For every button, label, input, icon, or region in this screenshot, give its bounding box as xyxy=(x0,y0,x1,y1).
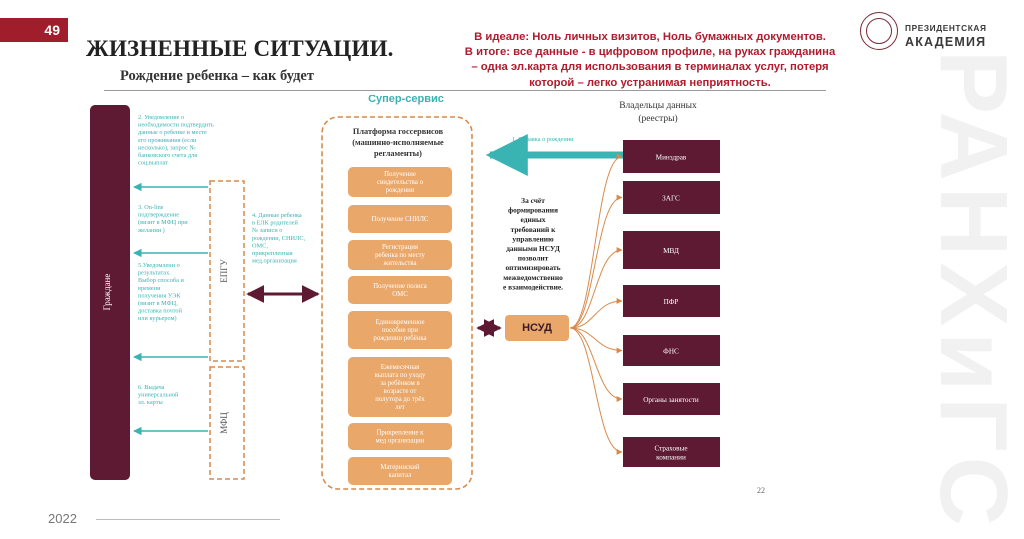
citizens-bar xyxy=(90,105,130,480)
academy-seal-icon xyxy=(860,12,898,50)
academy-logo: ПРЕЗИДЕНТСКАЯ АКАДЕМИЯ xyxy=(905,21,987,49)
logo-line-1: ПРЕЗИДЕНТСКАЯ xyxy=(905,23,987,33)
page-number: 22 xyxy=(757,486,765,495)
step-1-text: 1. Справка о рождении xyxy=(512,136,574,143)
ideal-note-line: В итоге: все данные - в цифровом профиле… xyxy=(464,46,836,59)
service-box xyxy=(348,276,452,304)
service-label: Получение СНИЛС xyxy=(372,216,429,223)
ideal-note-line: которой – легко устранимая неприятность. xyxy=(529,76,771,89)
owner-label: ПФР xyxy=(664,298,679,306)
epgu-label: ЕПГУ xyxy=(219,259,229,283)
nsud-owner-link xyxy=(569,247,623,329)
ideal-note: В идеале: Ноль личных визитов, Ноль бума… xyxy=(440,30,860,91)
super-service-label: Супер-сервис xyxy=(368,95,444,105)
owners-title: Владельцы данных(реестры) xyxy=(619,101,697,124)
nsud-owner-link xyxy=(569,327,623,402)
owner-box xyxy=(623,335,720,366)
nsud-owner-link xyxy=(569,327,623,354)
owner-box xyxy=(623,181,720,214)
nsud-owner-link xyxy=(569,298,623,329)
service-box xyxy=(348,167,452,197)
ideal-note-line: В идеале: Ноль личных визитов, Ноль бума… xyxy=(474,31,826,43)
service-box xyxy=(348,311,452,349)
platform-container xyxy=(321,116,473,490)
title-divider xyxy=(104,90,826,91)
footer-year: 2022 xyxy=(48,511,77,526)
nsud-owner-link xyxy=(569,327,623,455)
mfc-box xyxy=(209,366,245,480)
logo-line-2: АКАДЕМИЯ xyxy=(905,35,987,49)
nsud-owner-link xyxy=(569,153,623,329)
slide-title: ЖИЗНЕННЫЕ СИТУАЦИИ. xyxy=(86,36,394,61)
ranepa-watermark: РАНХиГС xyxy=(940,50,1024,532)
footer-divider xyxy=(96,519,280,520)
owner-label: МВД xyxy=(663,247,679,255)
epgu-box xyxy=(209,180,245,362)
owner-box xyxy=(623,140,720,173)
nsud-owner-link xyxy=(569,194,623,329)
nsud-box xyxy=(505,315,569,341)
owner-label: Минздрав xyxy=(656,154,687,162)
owner-box xyxy=(623,437,720,467)
service-box xyxy=(348,205,452,233)
slide-subtitle: Рождение ребенка – как будет xyxy=(120,68,314,84)
service-box xyxy=(348,423,452,450)
owner-box xyxy=(623,231,720,269)
owner-label: ФНС xyxy=(663,348,679,356)
service-box xyxy=(348,357,452,417)
citizens-label: Граждане xyxy=(102,274,112,311)
platform-title: Платформа госсервисов(машинно-исполняемы… xyxy=(352,127,444,158)
service-box xyxy=(348,457,452,485)
service-box xyxy=(348,240,452,270)
owner-label: ЗАГС xyxy=(662,195,680,203)
owner-label: Органы занятости xyxy=(643,396,699,404)
owner-box xyxy=(623,285,720,317)
mfc-label: МФЦ xyxy=(219,412,229,434)
slide-number: 49 xyxy=(0,18,68,42)
owner-box xyxy=(623,383,720,415)
nsud-label: НСУД xyxy=(522,322,552,334)
ideal-note-line: – одна эл.карта для использования в терм… xyxy=(471,61,829,74)
